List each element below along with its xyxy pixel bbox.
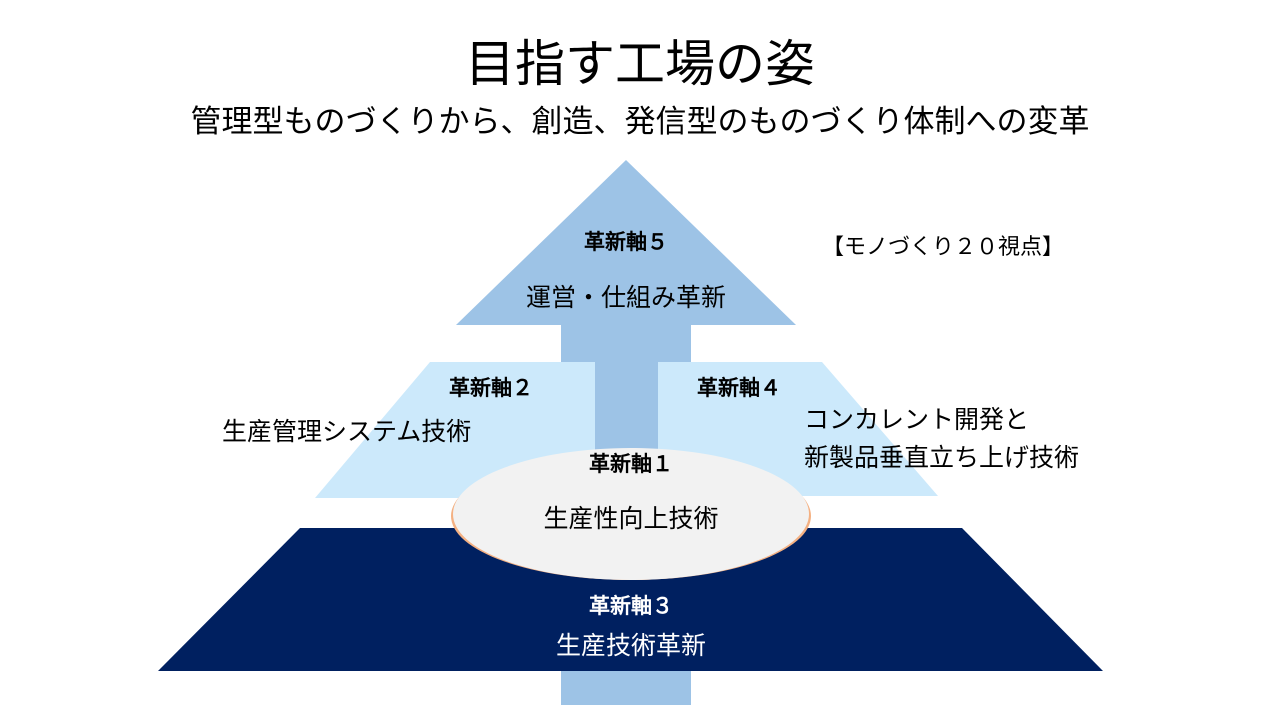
- axis2-label: 革新軸２: [449, 376, 533, 400]
- axis3-label: 革新軸３: [589, 594, 673, 618]
- axis4-description-line2: 新製品垂直立ち上げ技術: [804, 443, 1080, 472]
- axis4-label: 革新軸４: [697, 376, 781, 400]
- viewpoint-note: 【モノづくり２０視点】: [822, 235, 1065, 260]
- axis1-label: 革新軸１: [589, 452, 673, 476]
- center-ellipse: [453, 448, 809, 580]
- page-subtitle: 管理型ものづくりから、創造、発信型のものづくり体制への変革: [190, 104, 1090, 140]
- arrow-head: [456, 160, 796, 325]
- axis4-description-line1: コンカレント開発と: [804, 405, 1030, 434]
- base-tier: [158, 528, 1103, 671]
- page-title: 目指す工場の姿: [465, 35, 815, 93]
- axis3-description: 生産技術革新: [555, 631, 706, 660]
- axis1-description: 生産性向上技術: [543, 504, 719, 533]
- axis5-description: 運営・仕組み革新: [525, 283, 726, 312]
- axis5-label: 革新軸５: [584, 230, 668, 254]
- axis2-description: 生産管理システム技術: [222, 417, 472, 446]
